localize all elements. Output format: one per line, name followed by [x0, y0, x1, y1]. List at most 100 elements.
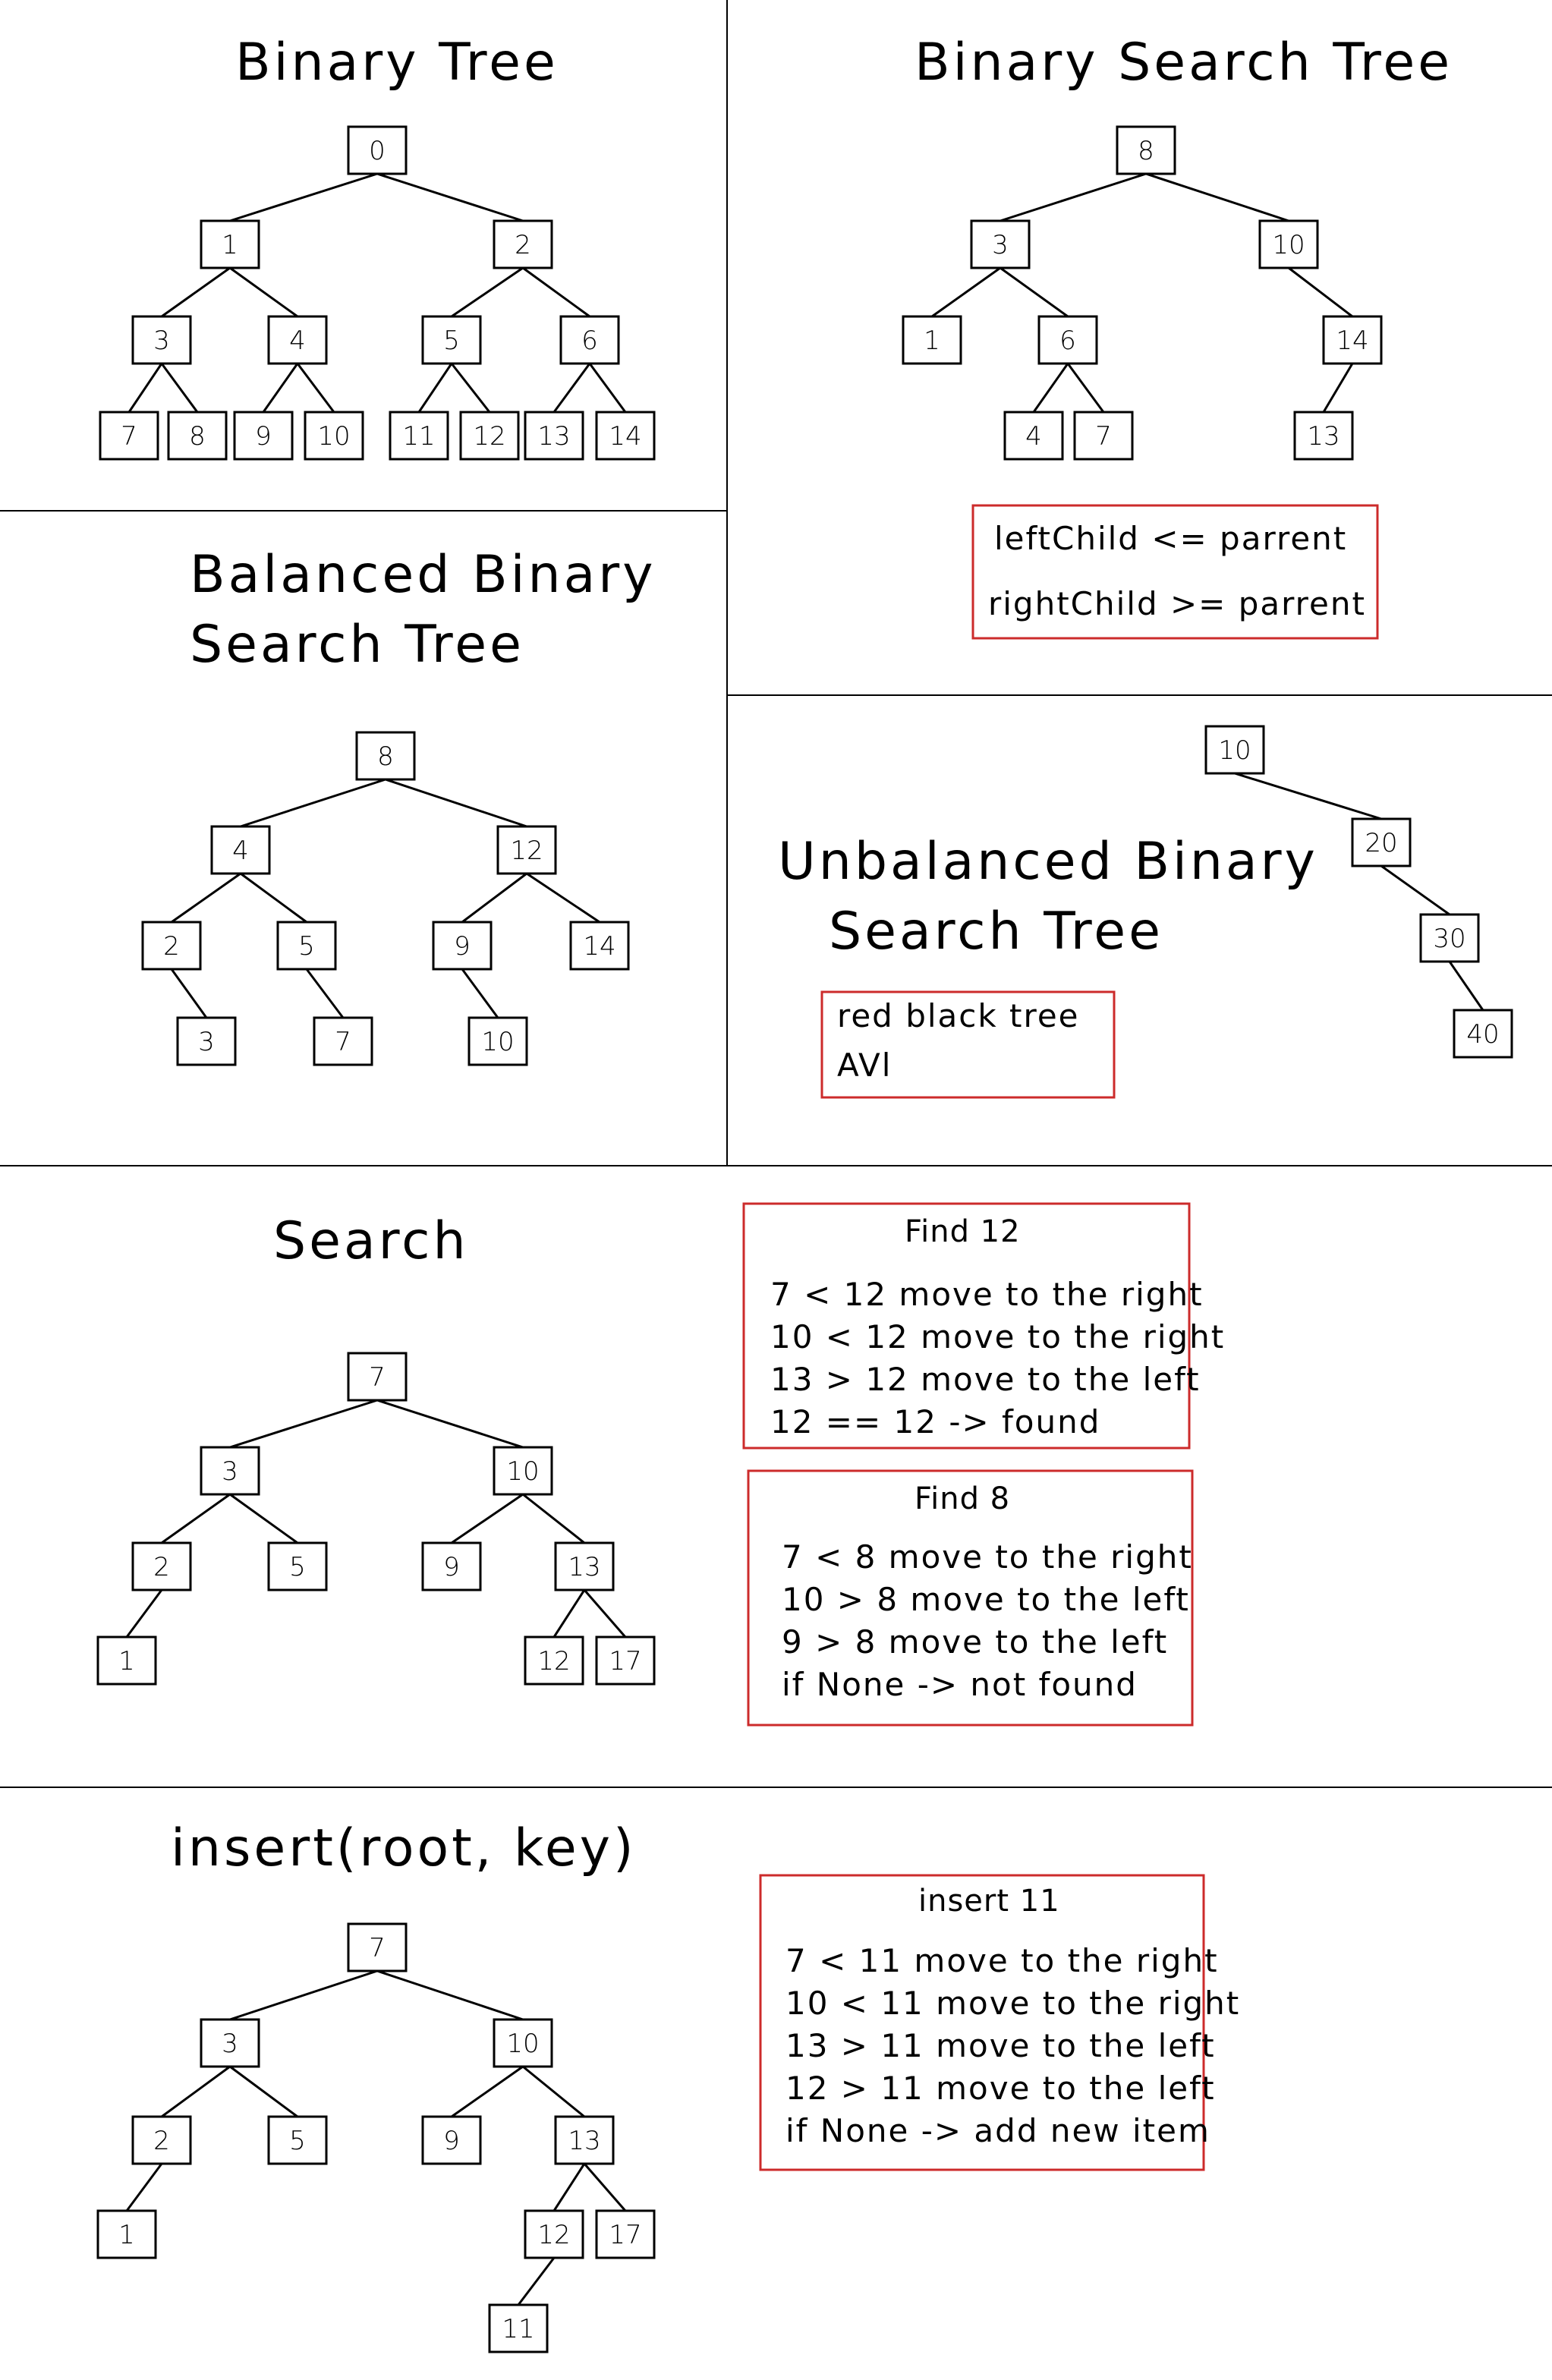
note-avl: AVl	[837, 1047, 892, 1084]
tree-node-8: 8	[355, 731, 416, 781]
tree-edge	[385, 778, 527, 828]
tree-node-box	[389, 411, 449, 461]
find-8-heading: Find 8	[915, 1481, 1010, 1516]
tree-node-box	[421, 2115, 482, 2165]
note-red-black-tree: red black tree	[837, 997, 1080, 1034]
find-12-step-3: 13 > 12 move to the left	[770, 1361, 1201, 1398]
tree-node-label: 3	[222, 1456, 238, 1487]
tree-node-label: 10	[481, 1027, 514, 1057]
tree-node-11: 11	[389, 411, 449, 461]
tree-node-box	[1351, 817, 1412, 867]
tree-node-box	[595, 411, 656, 461]
tree-node-box	[524, 2209, 584, 2259]
tree-node-box	[488, 2303, 549, 2353]
tree-node-7: 7	[1073, 411, 1134, 461]
bst-rules-note: leftChild <= parrent rightChild >= parre…	[971, 504, 1379, 640]
tree-node-4: 4	[1003, 411, 1064, 461]
tree-node-box	[313, 1016, 373, 1066]
tree-edge	[552, 1589, 586, 1638]
tree-node-label: 1	[924, 326, 940, 356]
tree-edge	[526, 872, 600, 924]
tree-edge	[229, 1493, 298, 1544]
tree-node-box	[569, 921, 630, 971]
tree-node-box	[1322, 315, 1383, 365]
balanced-bst-title-line1: Balanced Binary	[190, 545, 656, 605]
tree-node-label: 3	[992, 230, 1009, 260]
tree-node-label: 2	[515, 230, 531, 260]
tree-node-box	[595, 1635, 656, 1686]
tree-node-label: 7	[369, 1933, 386, 1963]
tree-node-3: 3	[970, 219, 1031, 269]
tree-node-box	[1419, 913, 1480, 963]
tree-node-box	[267, 315, 328, 365]
titles: Binary Tree Binary Search Tree Balanced …	[171, 33, 1453, 1878]
tree-node-9: 9	[233, 411, 294, 461]
tree-node-box	[304, 411, 364, 461]
tree-edge	[376, 172, 524, 222]
find-12-step-2: 10 < 12 move to the right	[770, 1318, 1225, 1355]
tree-node-label: 14	[583, 931, 615, 962]
tree-node-12: 12	[459, 411, 520, 461]
tree-node-12: 12	[524, 2209, 584, 2259]
tree-node-box	[347, 1922, 408, 1972]
tree-node-label: 20	[1365, 828, 1397, 858]
insert-11-step-4: 12 > 11 move to the left	[785, 2070, 1216, 2107]
tree-node-box	[1003, 411, 1064, 461]
tree-edge	[160, 363, 199, 413]
tree-node-4: 4	[267, 315, 328, 365]
tree-node-label: 6	[1059, 326, 1076, 356]
tree-edge	[262, 363, 299, 413]
find-8-step-2: 10 > 8 move to the left	[782, 1581, 1190, 1618]
tree-node-3: 3	[200, 2018, 260, 2068]
tree-node-label: 10	[317, 421, 350, 452]
tree-node-1: 1	[96, 1635, 157, 1686]
tree-node-label: 7	[369, 1362, 386, 1393]
bst-rules-note-border	[971, 504, 1379, 640]
tree-node-5: 5	[267, 2115, 328, 2165]
tree-node-label: 7	[121, 421, 137, 452]
tree-node-2: 2	[493, 219, 553, 269]
tree-node-box	[1073, 411, 1134, 461]
tree-node-label: 17	[609, 1646, 641, 1676]
tree-node-box	[524, 1635, 584, 1686]
tree-node-14: 14	[1322, 315, 1383, 365]
tree-node-10: 10	[467, 1016, 528, 1066]
insert-11-step-2: 10 < 11 move to the right	[785, 1985, 1240, 2022]
find-12-step-1: 7 < 12 move to the right	[770, 1276, 1204, 1313]
tree-node-label: 4	[289, 326, 306, 356]
tree-edge	[451, 266, 524, 318]
tree-node-label: 5	[289, 1552, 306, 1582]
tree-node-box	[131, 2115, 192, 2165]
tree-node-14: 14	[569, 921, 630, 971]
tree-node-box	[1037, 315, 1098, 365]
bst-title: Binary Search Tree	[915, 33, 1453, 93]
tree-node-label: 5	[289, 2126, 306, 2156]
tree-node-box	[267, 1541, 328, 1591]
unbalanced-bst-title-line2: Search Tree	[829, 902, 1163, 962]
tree-node-0: 0	[347, 125, 408, 175]
balancing-methods-note: red black tree AVl	[820, 990, 1116, 1099]
tree-node-10: 10	[493, 1446, 553, 1496]
tree-node-label: 9	[443, 1552, 460, 1582]
tree-node-box	[167, 411, 228, 461]
tree-node-3: 3	[176, 1016, 237, 1066]
unbalanced-bst-title-line1: Unbalanced Binary	[778, 832, 1318, 892]
tree-node-label: 9	[443, 2126, 460, 2156]
tree-node-2: 2	[131, 2115, 192, 2165]
insert-11-step-3: 13 > 11 move to the left	[785, 2027, 1216, 2064]
tree-node-8: 8	[1116, 125, 1176, 175]
tree-node-1: 1	[902, 315, 962, 365]
find-8-note-border	[747, 1469, 1194, 1727]
tree-edge	[1288, 266, 1353, 318]
insert-11-note-border	[759, 1874, 1205, 2171]
tree-node-1: 1	[200, 219, 260, 269]
tree-edge	[1322, 363, 1354, 413]
tree-node-label: 10	[1218, 735, 1251, 766]
tree-node-9: 9	[421, 1541, 482, 1591]
tree-node-box	[96, 1635, 157, 1686]
tree-node-box	[200, 2018, 260, 2068]
tree-node-box	[1204, 725, 1265, 775]
